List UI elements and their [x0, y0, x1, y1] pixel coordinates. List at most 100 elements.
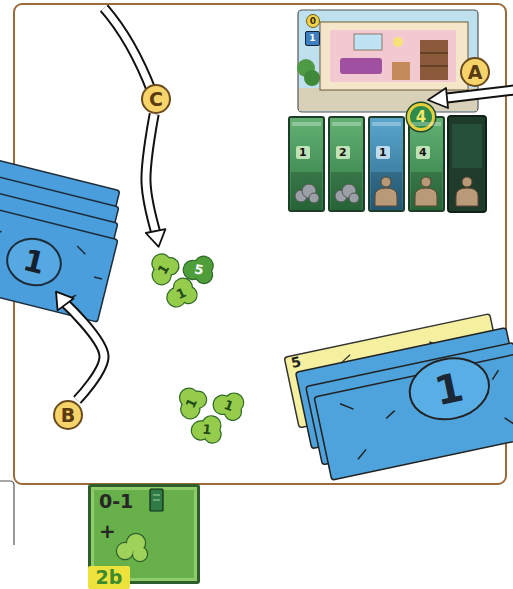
node-text: 4 — [416, 110, 426, 125]
leader-arrow-a — [428, 88, 513, 108]
window — [354, 34, 382, 50]
cloud-icon — [117, 543, 133, 559]
node-text: 1 — [309, 34, 315, 43]
node-text: 1 — [376, 146, 390, 159]
arrow-body — [447, 90, 513, 98]
bill-ornament — [340, 369, 513, 460]
card-base — [331, 172, 362, 210]
node-text: 2b — [96, 568, 123, 587]
node-text: B — [61, 406, 75, 425]
step-label: 2b — [88, 566, 130, 589]
node-text: 1 — [20, 245, 48, 279]
cloud-token: 1 — [189, 413, 225, 446]
district-card: 4 — [408, 116, 445, 212]
district-card: 2 — [328, 116, 365, 212]
arrow-body — [64, 302, 104, 400]
cost-coin: 0 — [306, 14, 320, 28]
cloud-icon-outline — [117, 534, 147, 561]
card-stripe — [332, 122, 361, 126]
room — [330, 30, 456, 82]
arrow-outline — [104, 8, 152, 92]
cloud-icon — [117, 543, 133, 559]
meeple-body — [415, 188, 437, 206]
arrow-body — [146, 114, 156, 234]
node-text: 0 — [310, 17, 316, 26]
tree — [304, 70, 320, 86]
arrow-outline — [64, 302, 104, 400]
money-bill: 5 — [283, 349, 309, 375]
bookshelf — [420, 40, 448, 80]
arrow-head — [56, 292, 74, 311]
count-badge: 1 — [305, 31, 320, 46]
meeple-head — [462, 177, 472, 187]
tile-icons — [117, 489, 163, 561]
district-card: 1 — [288, 116, 325, 212]
card-bottoms — [291, 122, 442, 210]
empty-slot-shade — [452, 124, 482, 168]
table — [392, 62, 410, 80]
money-bill: 1 — [422, 361, 475, 417]
card-base — [291, 172, 322, 210]
arrow-outline — [146, 114, 156, 234]
cloud-icon — [349, 193, 359, 203]
lamp — [393, 37, 403, 47]
callout-arrow — [146, 114, 166, 247]
node-text: 1 — [431, 367, 467, 412]
callout-letter: C — [141, 84, 171, 114]
arrow-outline — [447, 90, 513, 98]
bill-oval — [2, 233, 66, 291]
meeple-icons — [375, 177, 478, 206]
node-text: 2 — [336, 146, 350, 159]
meeple-body — [375, 188, 397, 206]
cloud-icon — [309, 193, 319, 203]
callout-arrow — [56, 292, 104, 400]
node-text: 0-1 — [99, 492, 133, 511]
node-text: 1 — [202, 422, 212, 436]
node-text: + — [99, 521, 116, 541]
money-bill: 1 — [3, 232, 65, 291]
cloud-icon — [295, 190, 307, 202]
cloud-icon — [133, 547, 147, 561]
card-icon — [150, 489, 163, 511]
arrow-tail-c — [104, 8, 152, 92]
card-stripe — [292, 122, 321, 126]
card-icon-lines — [153, 495, 160, 500]
meeple-head — [421, 177, 431, 187]
building — [320, 22, 468, 90]
cloud-icon — [335, 190, 347, 202]
node-text: 5 — [290, 354, 302, 370]
money-bill — [0, 199, 118, 323]
sofa — [340, 58, 382, 74]
shelf-lines — [420, 53, 448, 66]
money-stack-right — [284, 309, 513, 484]
arrow-head — [146, 229, 166, 247]
cloud-icon-fill — [117, 534, 147, 561]
card-stripe — [412, 122, 441, 126]
cloud-icon — [342, 184, 356, 198]
node-text: 1 — [296, 146, 310, 159]
district-card: 1 — [368, 116, 405, 212]
card-stripe — [372, 122, 401, 126]
cloud-icon — [302, 184, 316, 198]
bill-ornament — [0, 225, 108, 306]
node-text: A — [468, 63, 483, 82]
empty-slot — [448, 116, 486, 212]
card-base — [411, 172, 442, 210]
card-base — [371, 172, 402, 210]
money-stack-left — [0, 150, 130, 323]
cloud-icon — [133, 547, 147, 561]
meeple-head — [381, 177, 391, 187]
meeple-body — [456, 188, 478, 206]
next-panel-edge — [0, 481, 14, 545]
cloud-icon — [127, 534, 145, 552]
callout-letter: B — [53, 400, 83, 430]
bill-oval — [404, 351, 495, 426]
node-text: C — [149, 90, 163, 109]
node-text: 4 — [416, 146, 430, 159]
grey-cloud-icons — [295, 184, 359, 203]
